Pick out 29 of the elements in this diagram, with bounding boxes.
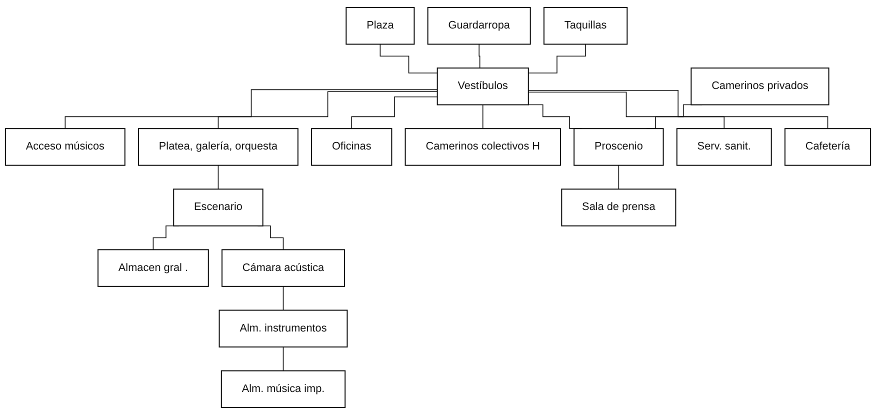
connector xyxy=(482,104,484,129)
connector xyxy=(528,44,586,74)
node-box: Vestíbulos xyxy=(436,68,529,106)
connector xyxy=(380,44,438,74)
node-box: Oficinas xyxy=(311,128,392,166)
node-box: Cámara acústica xyxy=(222,249,345,287)
node-box: Camerinos colectivos H xyxy=(404,128,561,166)
node-box: Alm. instrumentos xyxy=(218,310,348,348)
node-box: Platea, galería, orquesta xyxy=(138,128,298,166)
node-box: Guardarropa xyxy=(427,6,531,45)
connector xyxy=(282,286,284,311)
node-box: Escenario xyxy=(173,188,264,226)
node-box: Alm. música imp. xyxy=(220,370,346,408)
connector xyxy=(478,44,481,68)
node-box: Serv. sanit. xyxy=(676,128,772,166)
connector xyxy=(618,164,620,190)
node-box: Plaza xyxy=(346,6,415,45)
node-box: Camerinos privados xyxy=(690,68,830,106)
connector xyxy=(351,96,438,129)
connector xyxy=(218,91,438,129)
connector xyxy=(218,164,219,190)
node-box: Almacen gral . xyxy=(98,249,209,287)
connector xyxy=(282,346,284,372)
node-box: Acceso músicos xyxy=(4,128,126,166)
node-box: Proscenio xyxy=(574,128,664,166)
node-box: Cafetería xyxy=(784,128,872,166)
connector xyxy=(64,89,438,129)
node-box: Sala de prensa xyxy=(561,188,676,226)
node-box: Taquillas xyxy=(543,6,628,45)
